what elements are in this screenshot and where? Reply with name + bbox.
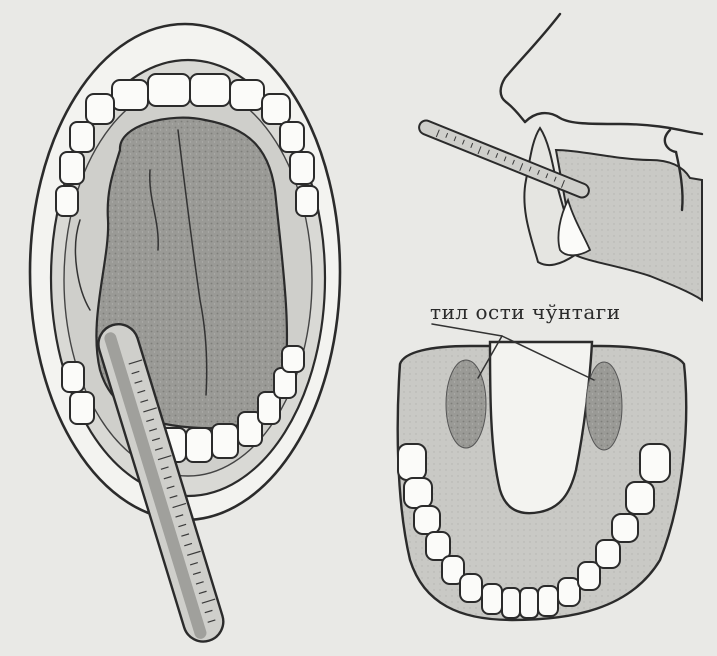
sublingual-pocket-right: [586, 362, 622, 450]
soft-palate: [665, 130, 676, 152]
sublingual-pocket-label: тил ости чўнтаги: [430, 300, 621, 324]
palate-line: [525, 113, 702, 134]
nose-profile: [501, 14, 560, 122]
mouth-open-front-view: [30, 24, 340, 647]
lower-jaw-top-view: [398, 324, 686, 620]
leader-line-left: [432, 324, 502, 336]
sagittal-section-view: [417, 14, 702, 300]
